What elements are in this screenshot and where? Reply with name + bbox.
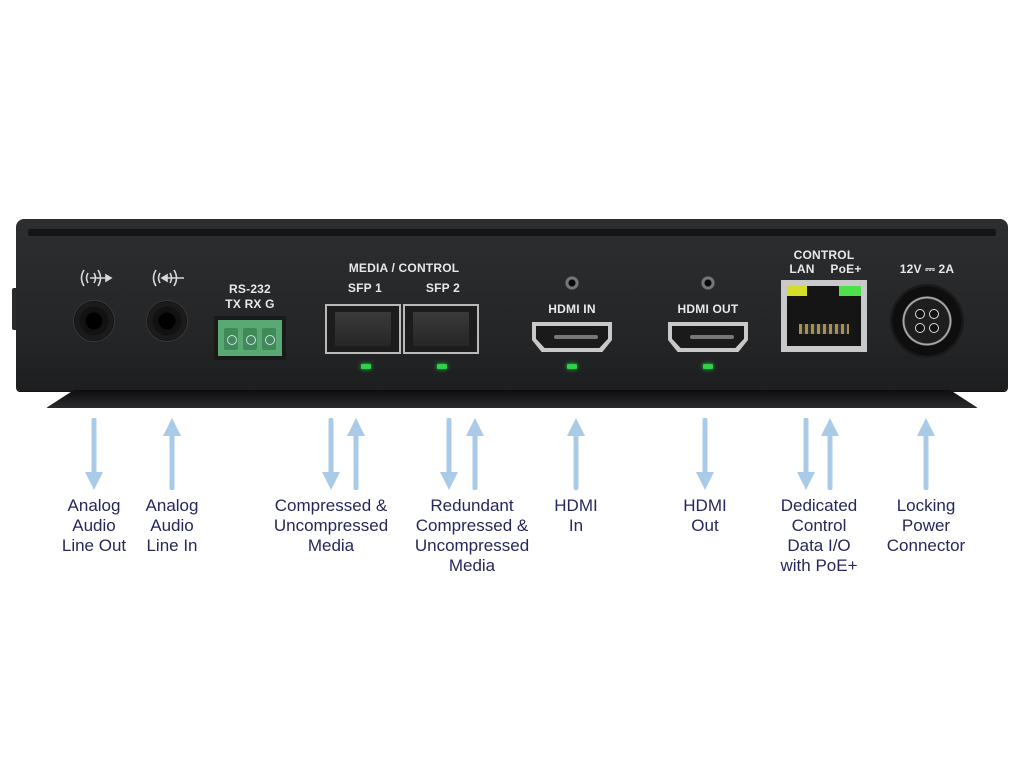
sfp2-label: SFP 2 [425, 281, 461, 295]
power-label: 12V ⎓ 2A [899, 262, 955, 276]
media-control-label: MEDIA / CONTROL [348, 261, 460, 275]
hdmi-in-led [567, 364, 577, 369]
lan-led-green [839, 286, 861, 296]
arrow-up-icon [346, 418, 366, 490]
lan-led-yellow [787, 286, 807, 296]
arrow-down-icon [84, 418, 104, 490]
rs232-pins-label: TX RX G [225, 297, 275, 311]
arrow-up-icon [465, 418, 485, 490]
chassis-side-tab [12, 288, 18, 330]
hdmi-in-label: HDMI IN [548, 302, 596, 316]
audio-in-icon [148, 266, 188, 290]
lan-label: LAN [789, 262, 815, 276]
rs232-terminal-block [214, 316, 286, 360]
arrow-up-icon [162, 418, 182, 490]
chassis-groove [28, 229, 996, 236]
arrow-down-icon [695, 418, 715, 490]
device-base-plate [46, 390, 978, 408]
control-lan-port [781, 280, 867, 352]
sfp1-led [361, 364, 371, 369]
arrow-down-icon [439, 418, 459, 490]
control-label: CONTROL [793, 248, 855, 262]
arrow-up-icon [916, 418, 936, 490]
hdmi-in-port [532, 322, 612, 352]
sfp2-led [437, 364, 447, 369]
power-connector [890, 284, 964, 358]
arrow-up-icon [566, 418, 586, 490]
hdmi-out-led [703, 364, 713, 369]
arrow-down-icon [321, 418, 341, 490]
arrow-down-icon [796, 418, 816, 490]
sfp1-port [325, 304, 401, 354]
sfp1-label: SFP 1 [347, 281, 383, 295]
hdmi-out-label: HDMI OUT [677, 302, 739, 316]
rs232-label: RS-232 [229, 282, 271, 296]
hdmi-out-port [668, 322, 748, 352]
audio-line-out-jack [74, 301, 114, 341]
hdmi-in-screw-hole [565, 276, 579, 290]
hdmi-out-screw-hole [701, 276, 715, 290]
poe-label: PoE+ [830, 262, 862, 276]
audio-out-icon [76, 266, 116, 290]
sfp2-port [403, 304, 479, 354]
audio-line-in-jack [147, 301, 187, 341]
arrow-up-icon [820, 418, 840, 490]
